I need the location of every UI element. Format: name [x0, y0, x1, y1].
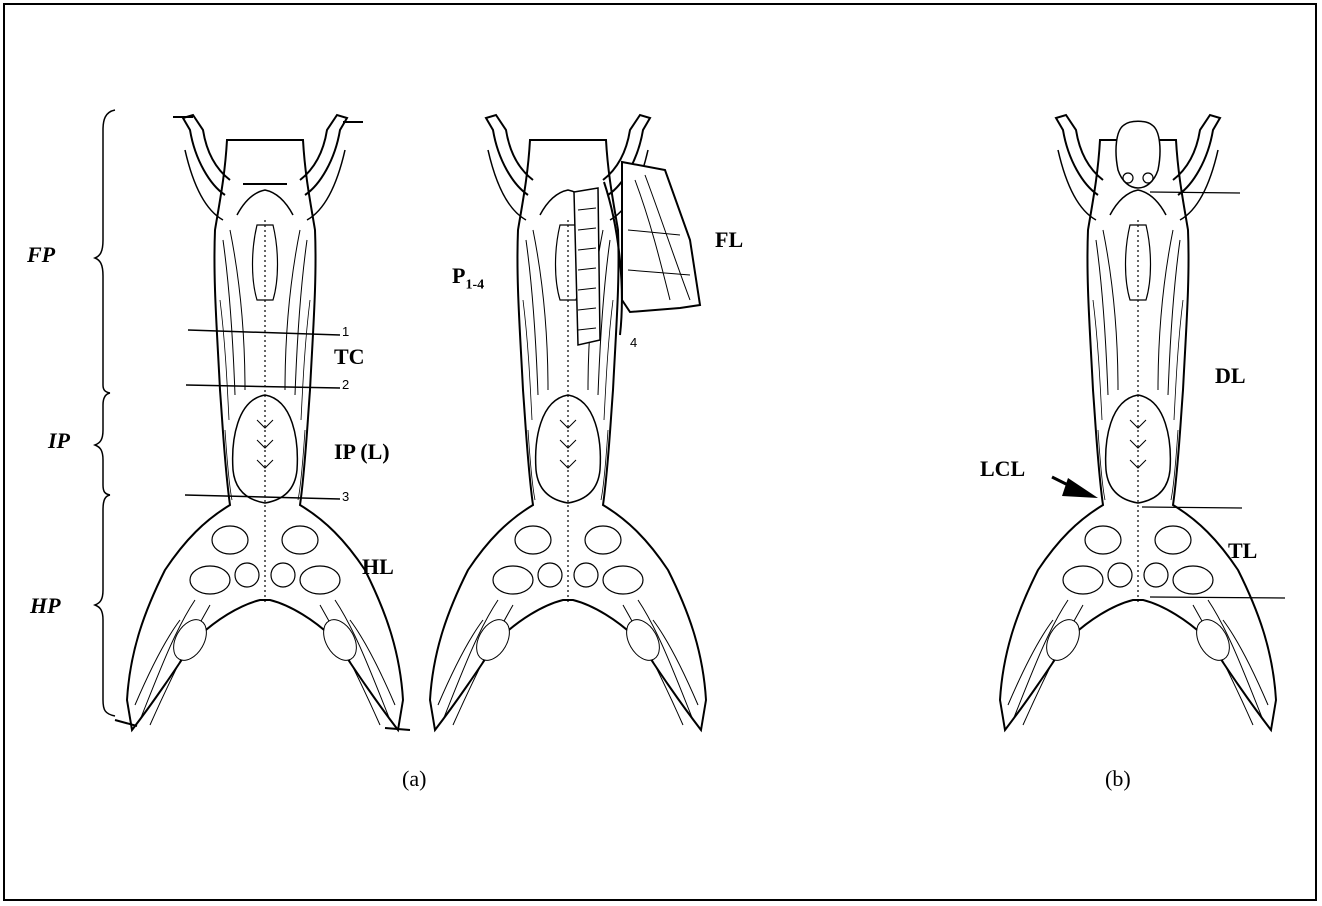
lcl-arrowhead [1062, 478, 1098, 498]
cut-number-4: 4 [630, 336, 637, 349]
label-tc: TC [334, 346, 365, 368]
removed-strip-p [574, 188, 600, 345]
label-fl: FL [715, 229, 743, 251]
caption-b: (b) [1105, 768, 1131, 790]
removed-flap-fl [622, 162, 700, 312]
frog-a-left [115, 115, 410, 730]
cut-number-2: 2 [342, 378, 349, 391]
label-lcl: LCL [980, 458, 1025, 480]
region-label-fp: FP [27, 244, 55, 266]
label-dl: DL [1215, 365, 1246, 387]
caption-a: (a) [402, 768, 426, 790]
cut-number-1: 1 [342, 325, 349, 338]
label-p: P1-4 [452, 265, 484, 292]
label-hl: HL [362, 556, 394, 578]
frog-b [1000, 115, 1276, 730]
label-ip-l: IP (L) [334, 441, 390, 463]
region-label-ip: IP [48, 430, 70, 452]
label-p-main: P [452, 263, 465, 288]
label-tl: TL [1228, 540, 1257, 562]
region-brace [95, 110, 115, 716]
label-p-subscript: 1-4 [465, 277, 484, 292]
region-label-hp: HP [30, 595, 61, 617]
cut-number-3: 3 [342, 490, 349, 503]
